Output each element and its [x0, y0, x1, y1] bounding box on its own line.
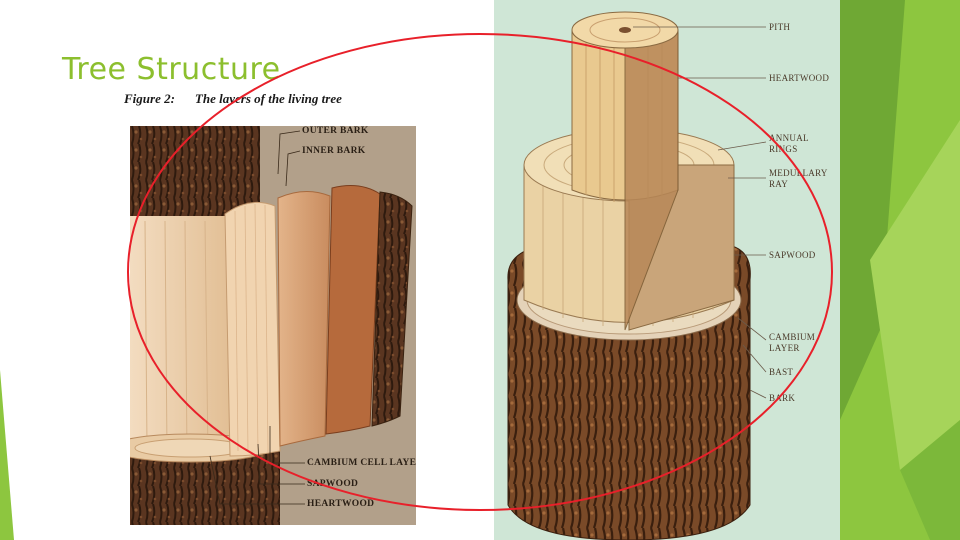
- slide-title: Tree Structure: [62, 52, 281, 87]
- label-sapwood: SAPWOOD: [307, 479, 359, 489]
- label-sapwood-right: SAPWOOD: [769, 250, 816, 260]
- figure-caption: Figure 2: The layers of the living tree: [124, 91, 342, 107]
- label-annual-rings-line2: RINGS: [769, 144, 798, 154]
- label-heartwood: HEARTWOOD: [307, 499, 375, 509]
- tree-layers-illustration: OUTER BARK INNER BARK CAMBIUM CELL LAYER…: [130, 126, 416, 525]
- figure-caption-text: The layers of the living tree: [194, 91, 342, 106]
- label-cambium-layer-line2: LAYER: [769, 343, 800, 353]
- label-medullary-ray-line2: RAY: [769, 179, 789, 189]
- label-annual-rings-line1: ANNUAL: [769, 133, 809, 143]
- label-heartwood-right: HEARTWOOD: [769, 73, 830, 83]
- figure-number: Figure 2:: [124, 91, 175, 106]
- label-bark: BARK: [769, 393, 796, 403]
- label-pith: PITH: [769, 22, 791, 32]
- tree-cross-section-illustration: PITH HEARTWOOD ANNUAL RINGS MEDULLARY RA…: [488, 0, 840, 540]
- label-inner-bark: INNER BARK: [302, 146, 366, 156]
- label-bast: BAST: [769, 367, 794, 377]
- label-cambium-cell-layer: CAMBIUM CELL LAYER: [307, 458, 416, 468]
- label-outer-bark: OUTER BARK: [302, 126, 369, 136]
- label-medullary-ray-line1: MEDULLARY: [769, 168, 828, 178]
- label-cambium-layer-line1: CAMBIUM: [769, 332, 816, 342]
